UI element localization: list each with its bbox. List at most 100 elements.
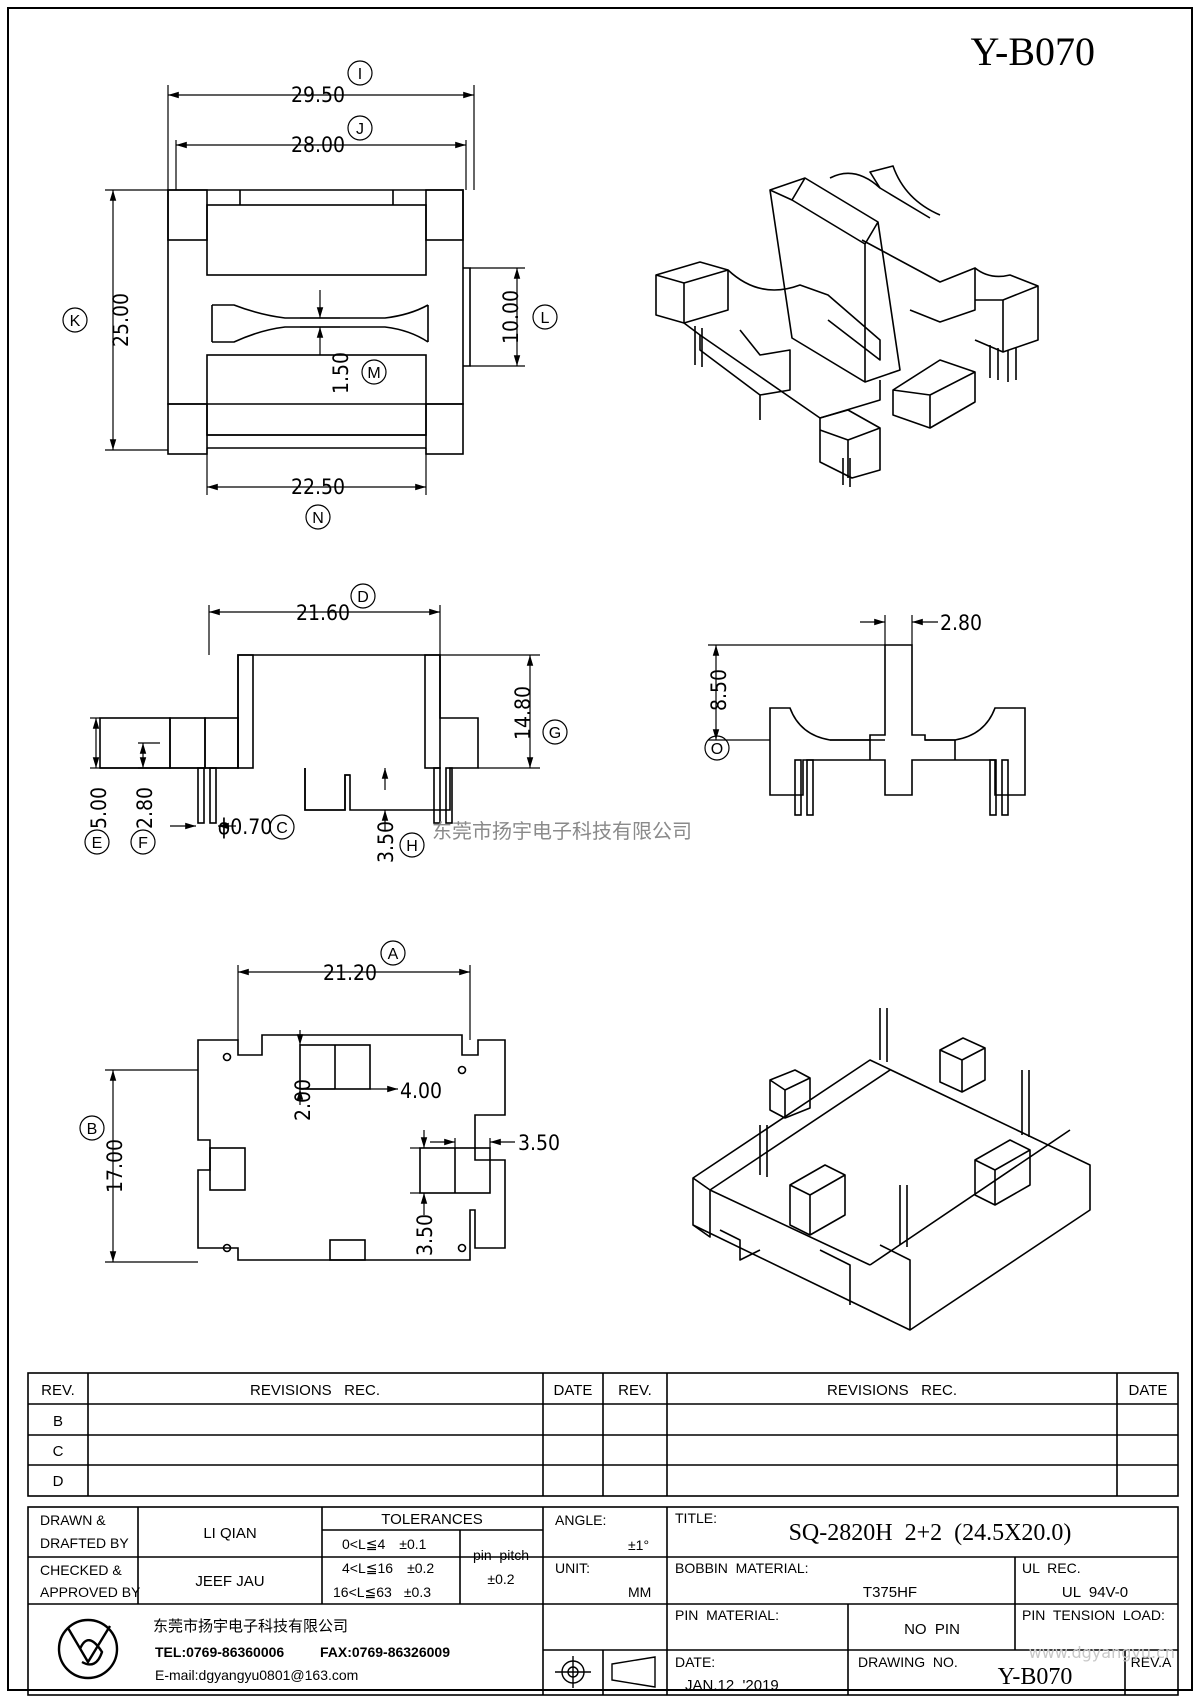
sheet-border	[7, 7, 1193, 1691]
bubble-C	[269, 814, 295, 840]
bubble-F-label: F	[138, 835, 148, 852]
dim-N-value: 22.50	[291, 475, 345, 499]
watermark-company: 东莞市扬宇电子科技有限公司	[432, 819, 692, 843]
rev-header-left: REV.	[41, 1382, 75, 1399]
dim-side-w-value: 3.50	[518, 1131, 560, 1155]
drawn-label-line1: DRAWN &	[40, 1512, 106, 1528]
dim-E-value: 5.00	[87, 787, 111, 829]
bubble-C-label: C	[276, 820, 288, 837]
company-email: E-mail:dgyangyu0801@163.com	[155, 1667, 358, 1683]
rev-value: REV.A	[1131, 1654, 1172, 1670]
isometric-view-top	[655, 165, 1039, 479]
title-block	[27, 1506, 1179, 1696]
bubble-D	[350, 583, 376, 609]
pin-material-label: PIN MATERIAL:	[675, 1607, 779, 1623]
bubble-J-label: J	[356, 121, 364, 138]
side-view	[769, 644, 1026, 816]
pin-pitch-label: pin pitch	[473, 1547, 529, 1563]
revisions-table	[27, 1372, 1179, 1497]
bubble-G-label: G	[549, 725, 561, 742]
tol-row-3: 16<L≦63±0.3	[333, 1584, 431, 1600]
date-value: JAN.12 '2019	[685, 1677, 779, 1694]
rev-row-c: C	[53, 1443, 64, 1460]
bubble-A	[380, 940, 406, 966]
ul-rec-label: UL REC.	[1022, 1560, 1081, 1576]
dim-K-value: 25.00	[109, 293, 133, 347]
dim-L-value: 10.00	[499, 290, 523, 344]
header-drawing-number: Y-B070	[971, 29, 1095, 74]
projection-symbol-icon	[555, 1656, 656, 1688]
company-name: 东莞市扬宇电子科技有限公司	[153, 1618, 348, 1635]
company-tel: TEL:0769-86360006	[155, 1644, 284, 1660]
top-view-dims	[105, 85, 525, 495]
bobbin-material-value: T375HF	[863, 1584, 917, 1601]
bubble-B-label: B	[87, 1121, 98, 1138]
dim-D-value: 21.60	[296, 601, 350, 625]
dim-side-h-value: 3.50	[413, 1214, 437, 1256]
bubble-N	[305, 504, 331, 530]
dim-G-value: 14.80	[511, 686, 535, 740]
ul-rec-value: UL 94V-0	[1062, 1584, 1128, 1601]
angle-value: ±1°	[628, 1537, 649, 1553]
bubble-I-label: I	[358, 66, 362, 83]
checked-label-line2: APPROVED BY	[40, 1584, 141, 1600]
front-view	[99, 654, 479, 824]
pin-pitch-tol: ±0.2	[487, 1571, 514, 1587]
isometric-view-bottom	[692, 1037, 1091, 1331]
side-view-dims	[708, 615, 938, 741]
rev-row-b: B	[53, 1413, 63, 1430]
bubble-H	[399, 832, 425, 858]
watermark-url: www.dgyangyu.cn	[1029, 1643, 1175, 1662]
bubble-E	[84, 829, 110, 855]
dim-B-value: 17.00	[103, 1139, 127, 1193]
bubble-O-label: O	[711, 741, 723, 758]
drawing-no-value: Y-B070	[998, 1664, 1073, 1690]
bubble-F	[130, 829, 156, 855]
top-view	[167, 189, 471, 455]
title-value: SQ-2820H 2+2 (24.5X20.0)	[789, 1520, 1072, 1546]
bubble-N-label: N	[312, 510, 324, 527]
dim-J-value: 28.00	[291, 133, 345, 157]
unit-value: MM	[628, 1584, 651, 1600]
bubble-A-label: A	[388, 946, 399, 963]
isometric-view-bottom-pins	[759, 1008, 1030, 1247]
rev-row-d: D	[53, 1473, 64, 1490]
side-dim-O-value: 8.50	[707, 669, 731, 711]
tol-row-2: 4<L≦16±0.2	[342, 1560, 434, 1576]
dim-A-value: 21.20	[323, 961, 377, 985]
rec-header-left: REVISIONS REC.	[250, 1382, 380, 1399]
title-label: TITLE:	[675, 1510, 717, 1526]
dim-C-value: ϕ0.70	[218, 815, 273, 839]
unit-label: UNIT:	[555, 1560, 590, 1576]
bubble-O	[704, 735, 730, 761]
side-dim-width-value: 2.80	[940, 611, 982, 635]
dim-F-value: 2.80	[133, 787, 157, 829]
angle-label: ANGLE:	[555, 1512, 606, 1528]
tol-row-1: 0<L≦4±0.1	[342, 1536, 427, 1552]
bubble-D-label: D	[357, 589, 369, 606]
dim-slot-h-value: 2.00	[291, 1079, 315, 1121]
rev-header-right: REV.	[618, 1382, 652, 1399]
tolerances-title: TOLERANCES	[381, 1511, 482, 1528]
dim-I-value: 29.50	[291, 83, 345, 107]
bubble-K-label: K	[70, 313, 81, 330]
pin-tension-label: PIN TENSION LOAD:	[1022, 1607, 1165, 1623]
bubble-E-label: E	[92, 835, 103, 852]
bubble-L	[532, 304, 558, 330]
drawn-label-line2: DRAFTED BY	[40, 1535, 129, 1551]
bubble-L-label: L	[541, 310, 550, 327]
drawing-no-label: DRAWING NO.	[858, 1654, 958, 1670]
company-logo-icon	[57, 1618, 119, 1680]
isometric-view-top-pins	[694, 326, 1017, 487]
bubble-M	[361, 359, 387, 385]
bubble-I	[347, 60, 373, 86]
bottom-view-dims	[105, 965, 515, 1263]
bubble-J	[347, 115, 373, 141]
date-header-right: DATE	[1129, 1382, 1168, 1399]
bubble-M-label: M	[367, 365, 380, 382]
date-header-left: DATE	[554, 1382, 593, 1399]
date-label: DATE:	[675, 1654, 715, 1670]
drawn-by-value: LI QIAN	[203, 1525, 256, 1542]
rec-header-right: REVISIONS REC.	[827, 1382, 957, 1399]
